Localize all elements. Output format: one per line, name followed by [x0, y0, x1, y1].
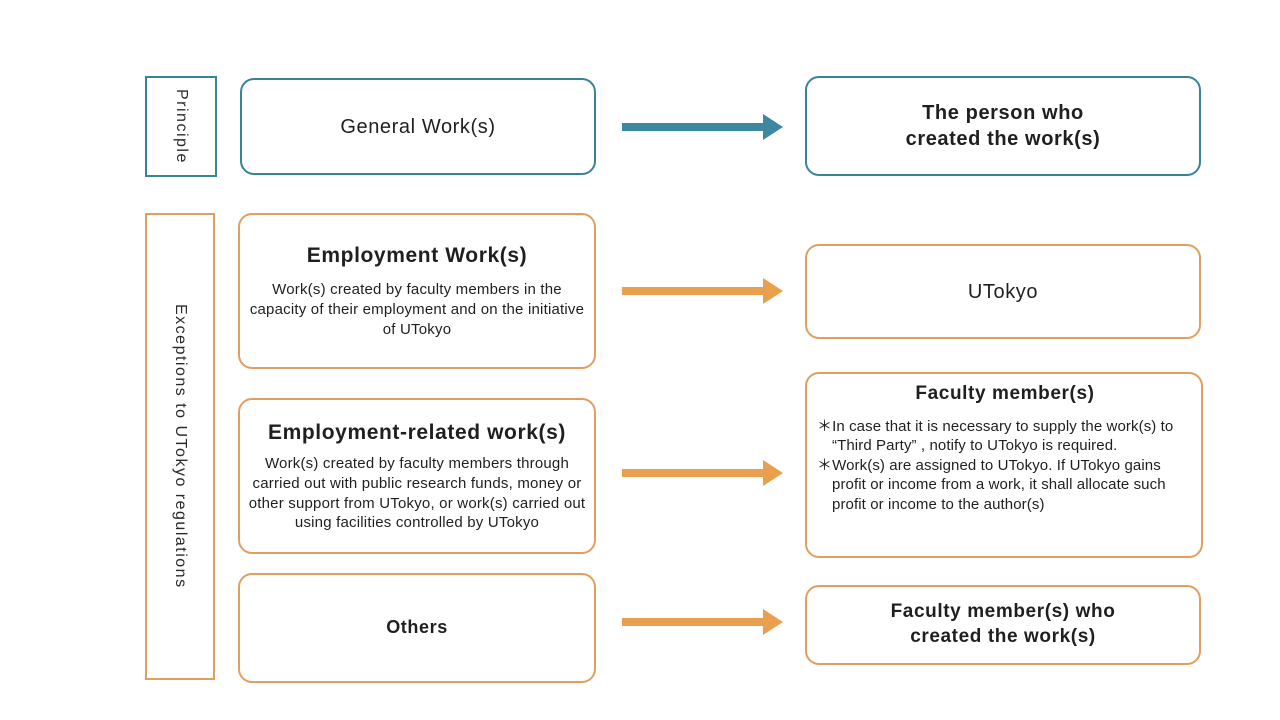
arrow-employment-to-utokyo-icon: [622, 278, 783, 304]
arrow-general-to-person-icon: [622, 114, 783, 140]
arrow-others-to-faculty-icon: [622, 609, 783, 635]
employment-works-description: Work(s) created by faculty members in th…: [249, 281, 585, 339]
faculty-who-created-box: Faculty member(s) who created the work(s…: [805, 585, 1201, 665]
arrow-related-to-faculty-icon: [622, 460, 783, 486]
arrow-head: [763, 609, 783, 635]
employment-related-works-description: Work(s) created by faculty members throu…: [248, 455, 586, 532]
employment-works-box: Employment Work(s) Work(s) created by fa…: [238, 213, 596, 369]
faculty-members-notes: ＊In case that it is necessary to supply …: [817, 417, 1193, 515]
utokyo-title: UTokyo: [967, 280, 1039, 303]
faculty-members-note-assignment: ＊Work(s) are assigned to UTokyo. If UTok…: [817, 456, 1166, 513]
utokyo-box: UTokyo: [805, 244, 1201, 339]
employment-works-title: Employment Work(s): [306, 244, 528, 268]
principle-section-label: Principle: [145, 76, 217, 177]
exceptions-section-label-text: Exceptions to UTokyo regulations: [172, 304, 189, 589]
faculty-members-note-third-party: ＊In case that it is necessary to supply …: [817, 417, 1174, 455]
others-box: Others: [238, 573, 596, 683]
faculty-members-box: Faculty member(s) ＊In case that it is ne…: [805, 372, 1203, 558]
faculty-members-title: Faculty member(s): [915, 383, 1095, 404]
arrow-shaft: [622, 469, 763, 477]
arrow-head: [763, 278, 783, 304]
principle-section-label-text: Principle: [173, 89, 190, 164]
arrow-shaft: [622, 123, 763, 131]
arrow-shaft: [622, 618, 763, 626]
arrow-shaft: [622, 287, 763, 295]
person-who-created-title: The person who created the work(s): [905, 102, 1101, 150]
general-works-box: General Work(s): [240, 78, 596, 175]
exceptions-section-label: Exceptions to UTokyo regulations: [145, 213, 215, 680]
arrow-head: [763, 114, 783, 140]
person-who-created-box: The person who created the work(s): [805, 76, 1201, 176]
others-title: Others: [386, 617, 448, 638]
general-works-title: General Work(s): [340, 115, 496, 138]
arrow-head: [763, 460, 783, 486]
employment-related-works-box: Employment-related work(s) Work(s) creat…: [238, 398, 596, 554]
employment-related-works-title: Employment-related work(s): [268, 420, 566, 444]
faculty-who-created-title: Faculty member(s) who created the work(s…: [890, 601, 1116, 647]
